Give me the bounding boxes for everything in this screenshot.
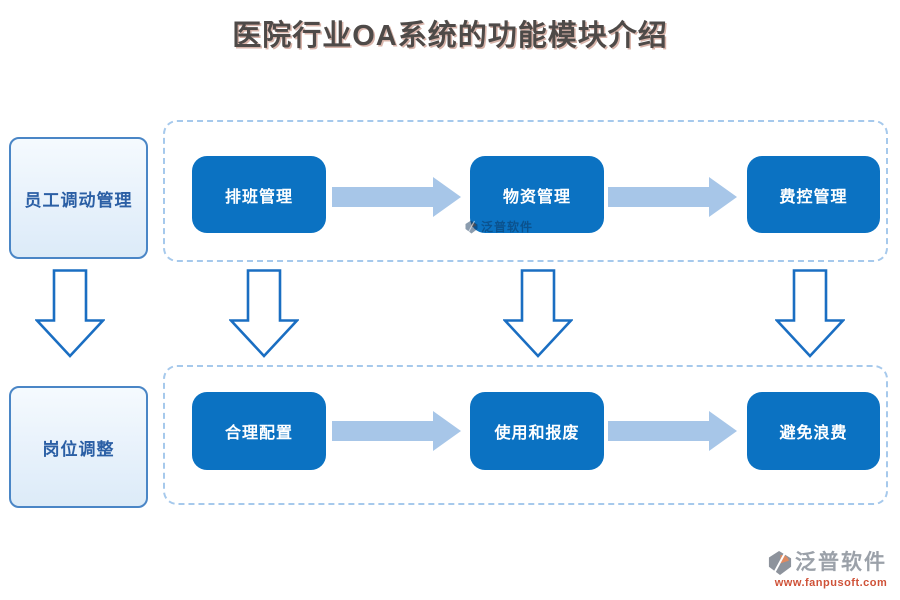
down-arrow-icon xyxy=(35,269,105,358)
fanpu-logo-row: 泛普软件 xyxy=(768,550,894,576)
flow-box-materials-label: 物资管理 xyxy=(502,188,571,206)
flow-arrow-right-icon xyxy=(332,177,461,217)
left-box-position-adjust-label: 岗位调整 xyxy=(42,439,115,459)
watermark-logo: 泛普软件 xyxy=(465,218,533,235)
flow-box-reasonable-allocation: 合理配置 xyxy=(192,392,326,470)
flow-box-avoid-waste: 避免浪费 xyxy=(747,392,880,470)
left-box-position-adjust: 岗位调整 xyxy=(9,386,148,508)
flow-box-use-and-scrap: 使用和报废 xyxy=(470,392,604,470)
fanpu-logo: 泛普软件 www.fanpusoft.com xyxy=(768,550,894,589)
flow-box-scheduling: 排班管理 xyxy=(192,156,326,233)
flow-arrow-right-icon xyxy=(608,411,737,451)
bottom-row-panel xyxy=(163,365,888,505)
top-row-panel xyxy=(163,120,888,262)
left-box-employee-transfer: 员工调动管理 xyxy=(9,137,148,259)
down-arrow-icon xyxy=(775,269,845,358)
flow-box-cost-control: 费控管理 xyxy=(747,156,880,233)
flow-arrow-right-icon xyxy=(608,177,737,217)
down-arrow-icon xyxy=(229,269,299,358)
watermark-text: 泛普软件 xyxy=(481,220,534,234)
flow-box-scheduling-label: 排班管理 xyxy=(224,188,293,206)
fanpu-logo-icon xyxy=(768,551,792,575)
logo-name: 泛普软件 xyxy=(795,551,887,574)
flow-box-reasonable-allocation-label: 合理配置 xyxy=(224,425,293,442)
flow-box-cost-control-label: 费控管理 xyxy=(779,188,848,206)
flow-box-avoid-waste-label: 避免浪费 xyxy=(779,425,848,442)
flow-arrow-right-icon xyxy=(332,411,461,451)
flow-box-materials: 物资管理 泛普软件 xyxy=(465,156,604,234)
watermark-icon xyxy=(465,220,478,233)
logo-url: www.fanpusoft.com xyxy=(774,577,888,589)
down-arrow-icon xyxy=(503,269,573,358)
flow-box-use-and-scrap-label: 使用和报废 xyxy=(494,425,580,442)
diagram-title: 医院行业OA系统的功能模块介绍 xyxy=(232,20,668,52)
left-box-employee-transfer-label: 员工调动管理 xyxy=(24,190,133,210)
